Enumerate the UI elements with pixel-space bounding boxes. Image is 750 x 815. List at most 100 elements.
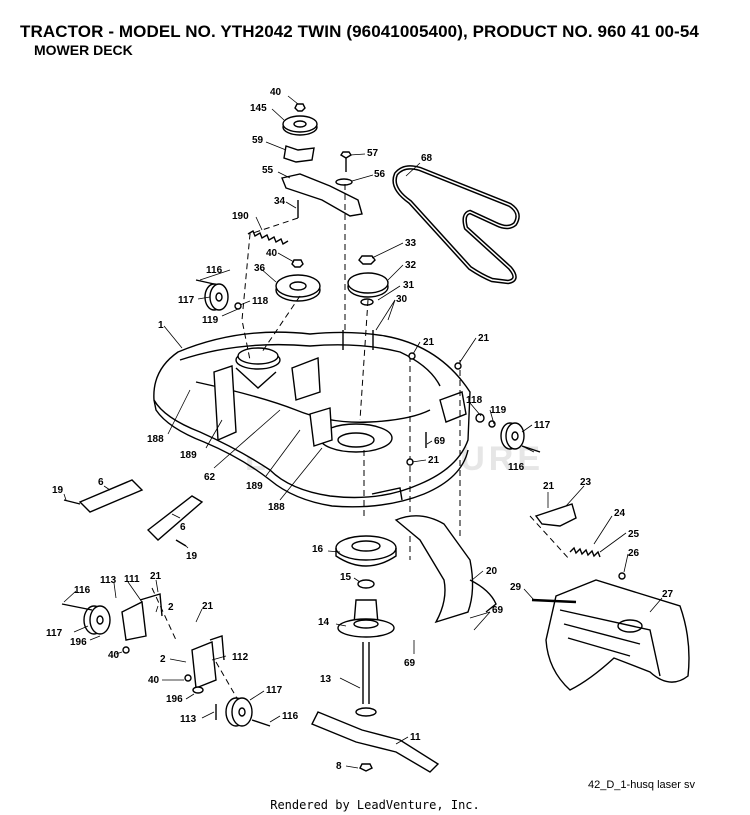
chute-rod <box>531 598 577 604</box>
callout-116: 116 <box>74 585 91 596</box>
callout-13: 13 <box>320 674 332 685</box>
callout-116: 116 <box>206 265 223 276</box>
callout-26: 26 <box>628 548 640 559</box>
callout-14: 14 <box>318 617 330 628</box>
callout-118: 118 <box>466 395 483 406</box>
callout-117: 117 <box>46 628 63 639</box>
callout-117: 117 <box>178 295 195 306</box>
callout-6: 6 <box>180 522 186 533</box>
callout-196: 196 <box>70 637 87 648</box>
callout-59: 59 <box>252 135 264 146</box>
bolt-57 <box>335 151 353 186</box>
callout-189: 189 <box>180 450 197 461</box>
front-gauge-wheel-left <box>61 593 163 654</box>
callout-57: 57 <box>367 148 379 159</box>
callout-62: 62 <box>204 472 216 483</box>
callout-25: 25 <box>628 529 640 540</box>
belt-guide-bracket <box>283 145 315 163</box>
callout-188: 188 <box>147 434 164 445</box>
callout-21: 21 <box>478 333 490 344</box>
callout-2: 2 <box>168 602 174 613</box>
callout-111: 111 <box>124 574 140 585</box>
callout-23: 23 <box>580 477 592 488</box>
callout-27: 27 <box>662 589 674 600</box>
gauge-wheel-left <box>195 279 242 311</box>
callout-21: 21 <box>428 455 440 466</box>
callout-11: 11 <box>410 732 421 743</box>
callout-119: 119 <box>490 405 507 416</box>
callout-21: 21 <box>543 481 555 492</box>
callout-36: 36 <box>254 263 266 274</box>
front-gauge-wheel-right <box>184 635 271 727</box>
callout-21: 21 <box>202 601 214 612</box>
spindle-housing <box>337 599 395 638</box>
callout-8: 8 <box>336 761 342 772</box>
callout-19: 19 <box>186 551 198 562</box>
callout-40: 40 <box>266 248 278 259</box>
deck-link-upper <box>78 479 144 513</box>
callout-190: 190 <box>232 211 249 222</box>
callout-15: 15 <box>340 572 352 583</box>
idler-spring <box>247 229 289 246</box>
callout-21: 21 <box>150 571 162 582</box>
deck-pulley-left <box>275 259 321 302</box>
callout-19: 19 <box>52 485 64 496</box>
callout-2: 2 <box>160 654 166 665</box>
deck-bolts <box>342 330 462 466</box>
callout-33: 33 <box>405 238 417 249</box>
deck-link-lower <box>146 495 204 541</box>
callout-117: 117 <box>266 685 283 696</box>
callout-31: 31 <box>403 280 415 291</box>
gauge-wheel-right <box>475 413 541 453</box>
callout-6: 6 <box>98 477 104 488</box>
callout-1: 1 <box>158 320 164 331</box>
callout-69: 69 <box>492 605 504 616</box>
discharge-chute <box>545 579 690 691</box>
idler-arm <box>281 173 363 217</box>
callout-196: 196 <box>166 694 183 705</box>
callout-188: 188 <box>268 502 285 513</box>
callout-labels: 40 145 59 57 56 68 55 34 190 40 33 36 32… <box>46 87 674 772</box>
callout-56: 56 <box>374 169 386 180</box>
callout-21: 21 <box>423 337 435 348</box>
callout-40: 40 <box>270 87 282 98</box>
callout-118: 118 <box>252 296 269 307</box>
callout-145: 145 <box>250 103 267 114</box>
idler-pulley-top <box>282 103 318 136</box>
spindle-washer <box>357 579 375 589</box>
callout-113: 113 <box>100 575 117 586</box>
deck-pulley-right <box>347 255 389 306</box>
callout-116: 116 <box>508 462 525 473</box>
callout-119: 119 <box>202 315 219 326</box>
assembly-guide-lines <box>151 184 571 701</box>
callout-116: 116 <box>282 711 299 722</box>
callout-40: 40 <box>148 675 160 686</box>
callout-55: 55 <box>262 165 274 176</box>
mower-blade <box>311 711 440 773</box>
page-title: TRACTOR - MODEL NO. YTH2042 TWIN (960410… <box>20 22 699 41</box>
callout-189: 189 <box>246 481 263 492</box>
callout-117: 117 <box>534 420 551 431</box>
deck-baffle <box>394 515 474 624</box>
diagram-code: 42_D_1-husq laser sv <box>588 779 696 791</box>
callout-32: 32 <box>405 260 417 271</box>
callout-29: 29 <box>510 582 522 593</box>
chute-bracket <box>534 503 577 527</box>
callout-69: 69 <box>404 658 416 669</box>
chute-spring <box>569 546 601 558</box>
spindle-shaft <box>355 642 377 717</box>
leader-lines <box>63 95 663 769</box>
callout-24: 24 <box>614 508 626 519</box>
callout-40: 40 <box>108 650 120 661</box>
drive-belt <box>392 165 520 285</box>
blade-bolt <box>359 763 373 772</box>
callout-20: 20 <box>486 566 498 577</box>
callout-68: 68 <box>421 153 433 164</box>
callout-16: 16 <box>312 544 324 555</box>
callout-30: 30 <box>396 294 408 305</box>
callout-69: 69 <box>434 436 446 447</box>
footer-credit: Rendered by LeadVenture, Inc. <box>270 798 480 812</box>
callout-34: 34 <box>274 196 286 207</box>
mower-deck-housing <box>153 331 471 508</box>
